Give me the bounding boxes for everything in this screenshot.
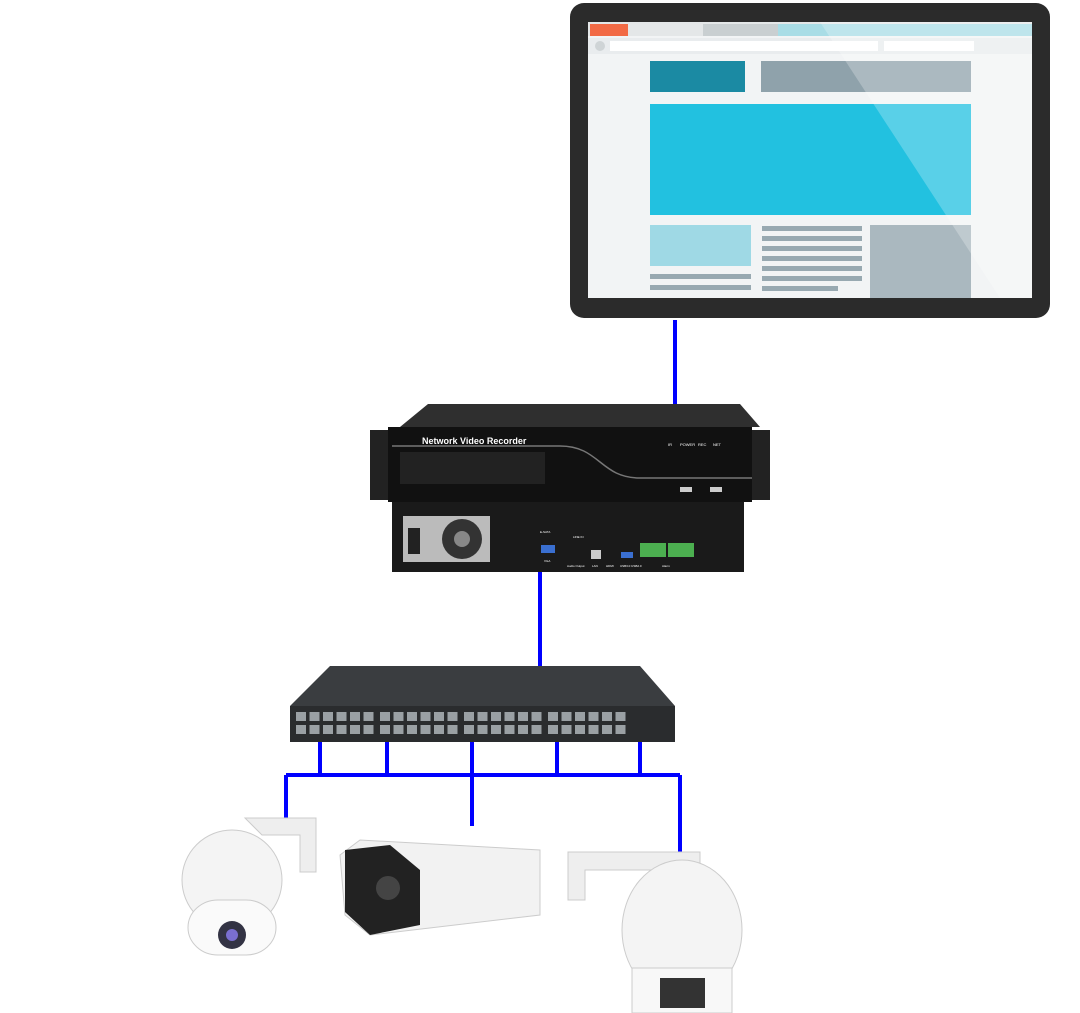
switch-port [309, 725, 320, 734]
nvr-title: Network Video Recorder [422, 436, 527, 446]
usb-label: USB3.0 USB2.0 [620, 564, 642, 568]
switch-port [491, 725, 501, 734]
switch-port [447, 725, 458, 734]
line-in-label: LINE IN [573, 535, 584, 539]
audio-output-label: Audio Output [567, 564, 585, 568]
switch-port [380, 712, 390, 721]
network-links [284, 320, 682, 852]
switch-port [575, 712, 585, 721]
network-video-recorder: Network Video Recorder IR POWER REC NET … [370, 404, 770, 572]
switch-port [407, 725, 417, 734]
switch-port [548, 712, 558, 721]
switch-port [296, 725, 306, 734]
bullet-camera [339, 839, 541, 936]
switch-port [380, 725, 390, 734]
switch-port [504, 725, 515, 734]
switch-port [296, 712, 306, 721]
lan-label: LAN [592, 564, 598, 568]
switch-port [350, 712, 360, 721]
vga-label: VGA [544, 559, 550, 563]
switch-port [434, 712, 444, 721]
led-power-label: POWER [680, 442, 695, 447]
switch-port [602, 725, 612, 734]
switch-port [464, 725, 474, 734]
switch-port [548, 725, 558, 734]
ptz-camera-right [567, 851, 743, 1013]
switch-port [323, 725, 333, 734]
switch-port [407, 712, 417, 721]
switch-port [615, 712, 626, 721]
switch-port [464, 712, 474, 721]
switch-port [477, 725, 488, 734]
ptz-camera-left [181, 817, 317, 956]
switch-port [518, 712, 528, 721]
switch-port [420, 725, 431, 734]
switch-port [447, 712, 458, 721]
switch-port [575, 725, 585, 734]
led-net-label: NET [713, 442, 722, 447]
switch-port [323, 712, 333, 721]
esata-label: E-SATA [540, 530, 550, 534]
switch-port [531, 712, 542, 721]
switch-port [336, 725, 347, 734]
switch-port [393, 725, 404, 734]
hdmi-label: HDMI [606, 564, 614, 568]
switch-port [561, 712, 572, 721]
switch-port [531, 725, 542, 734]
switch-port [588, 712, 599, 721]
switch-port [602, 712, 612, 721]
alarm-label: Alarm [662, 564, 670, 568]
switch-port [504, 712, 515, 721]
switch-port [420, 712, 431, 721]
switch-port [309, 712, 320, 721]
switch-port [336, 712, 347, 721]
switch-port [363, 712, 374, 721]
monitor [570, 3, 1050, 318]
switch-port [561, 725, 572, 734]
led-ir-label: IR [668, 442, 672, 447]
switch-port [477, 712, 488, 721]
switch-port [615, 725, 626, 734]
switch-port [393, 712, 404, 721]
switch-port [350, 725, 360, 734]
switch-port [434, 725, 444, 734]
network-switch [290, 666, 675, 742]
switch-port [588, 725, 599, 734]
switch-port [518, 725, 528, 734]
switch-port [363, 725, 374, 734]
led-rec-label: REC [698, 442, 707, 447]
switch-port [491, 712, 501, 721]
